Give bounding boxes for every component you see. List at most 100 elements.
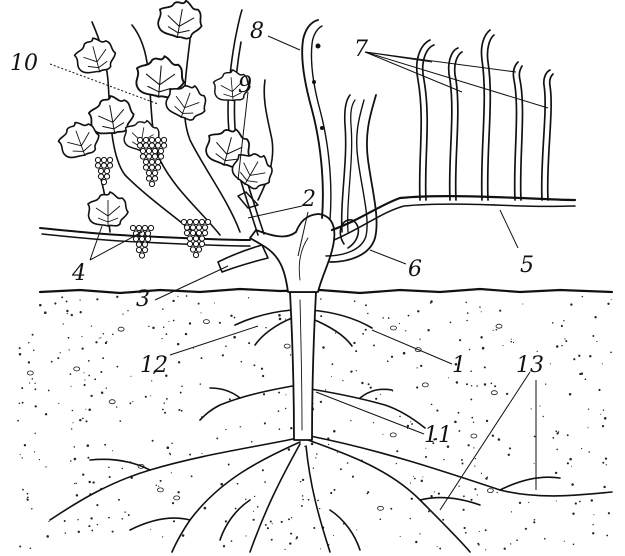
- soil-dot: [443, 459, 444, 460]
- grape-berry: [155, 143, 160, 148]
- grape-berry: [146, 170, 151, 175]
- soil-dot: [578, 355, 580, 357]
- soil-pebble: [157, 488, 163, 492]
- soil-pebble: [74, 367, 80, 371]
- soil-dot: [181, 410, 183, 412]
- label-12: 12: [140, 353, 168, 378]
- soil-dot: [71, 428, 72, 429]
- soil-dot: [400, 536, 401, 537]
- soil-dot: [156, 485, 157, 486]
- soil-dot: [84, 379, 85, 380]
- soil-dot: [592, 532, 594, 534]
- soil-dot: [320, 548, 321, 549]
- soil-dot: [22, 457, 23, 458]
- soil-dot: [72, 422, 73, 423]
- soil-dot: [581, 448, 582, 449]
- grape-berry: [190, 230, 195, 235]
- soil-dot: [427, 329, 429, 331]
- grape-leaf: [156, 0, 206, 41]
- soil-dot: [330, 492, 332, 494]
- grape-berry: [148, 225, 153, 230]
- soil-dot: [555, 430, 557, 432]
- soil-dot: [411, 498, 413, 500]
- soil-dot: [411, 423, 413, 425]
- soil-dot: [90, 395, 92, 397]
- soil-dot: [170, 454, 171, 455]
- soil-dot: [316, 453, 317, 454]
- grape-berry: [136, 242, 141, 247]
- soil-dot: [129, 402, 131, 404]
- soil-dot: [588, 451, 590, 453]
- soil-dot: [582, 296, 584, 298]
- soil-dot: [497, 492, 498, 493]
- soil-dot: [279, 428, 281, 430]
- soil-dot: [370, 386, 372, 388]
- label-13: 13: [516, 353, 544, 378]
- soil-dot: [228, 464, 230, 466]
- soil-dot: [106, 388, 107, 389]
- soil-dot: [117, 366, 119, 368]
- soil-dot: [493, 330, 494, 331]
- root-branchlet: [360, 389, 392, 398]
- root-left-down: [172, 442, 300, 552]
- soil-dot: [109, 476, 111, 478]
- soil-dot: [128, 514, 130, 516]
- grape-berry: [155, 165, 160, 170]
- soil-dot: [240, 426, 241, 427]
- soil-dot: [44, 311, 47, 314]
- soil-dot: [39, 304, 42, 307]
- soil-dot: [382, 317, 384, 319]
- root-left-long: [50, 438, 298, 520]
- soil-dot: [602, 363, 603, 364]
- soil-dot: [567, 462, 569, 464]
- sleeve-arm: [218, 245, 268, 272]
- shoot-edge: [455, 52, 462, 200]
- soil-dot: [328, 444, 329, 445]
- soil-dot: [555, 472, 557, 474]
- label-3: 3: [136, 287, 150, 312]
- soil-dot: [264, 481, 266, 483]
- soil-dot: [66, 310, 68, 312]
- soil-dot: [178, 361, 180, 363]
- soil-dot: [510, 543, 511, 544]
- soil-dot: [70, 460, 72, 462]
- soil-dot: [32, 334, 34, 336]
- soil-dot: [34, 383, 35, 384]
- soil-dot: [469, 349, 471, 351]
- soil-dot: [200, 383, 201, 384]
- grape-berry: [149, 159, 154, 164]
- soil-dot: [594, 316, 596, 318]
- soil-pebble: [378, 506, 384, 510]
- soil-dot: [31, 508, 33, 510]
- soil-dot: [46, 535, 49, 538]
- bud: [312, 80, 316, 84]
- soil-dot: [436, 410, 438, 412]
- soil-dot: [331, 376, 332, 377]
- soil-dot: [350, 420, 351, 421]
- grape-berry: [95, 163, 100, 168]
- soil-dot: [173, 320, 175, 322]
- soil-dot: [253, 511, 254, 512]
- label-1: 1: [452, 353, 466, 378]
- soil-dot: [408, 315, 410, 317]
- soil-dot: [320, 401, 322, 403]
- soil-dot: [85, 409, 86, 410]
- soil-dot: [414, 478, 416, 480]
- soil-dot: [95, 341, 97, 343]
- soil-dot: [525, 528, 527, 530]
- soil-dot: [70, 373, 72, 375]
- soil-dot: [300, 481, 301, 482]
- soil-dot: [178, 409, 180, 411]
- soil-dot: [434, 491, 435, 492]
- soil-dot: [610, 351, 612, 353]
- soil-dot: [69, 349, 70, 350]
- soil-dot: [65, 532, 66, 533]
- soil-dot: [315, 457, 316, 458]
- root-branchlet: [220, 500, 250, 540]
- soil-dot: [533, 521, 535, 523]
- soil-dot: [219, 322, 221, 324]
- soil-dot: [355, 350, 357, 352]
- soil-dot: [168, 321, 169, 322]
- soil-dot: [171, 472, 172, 473]
